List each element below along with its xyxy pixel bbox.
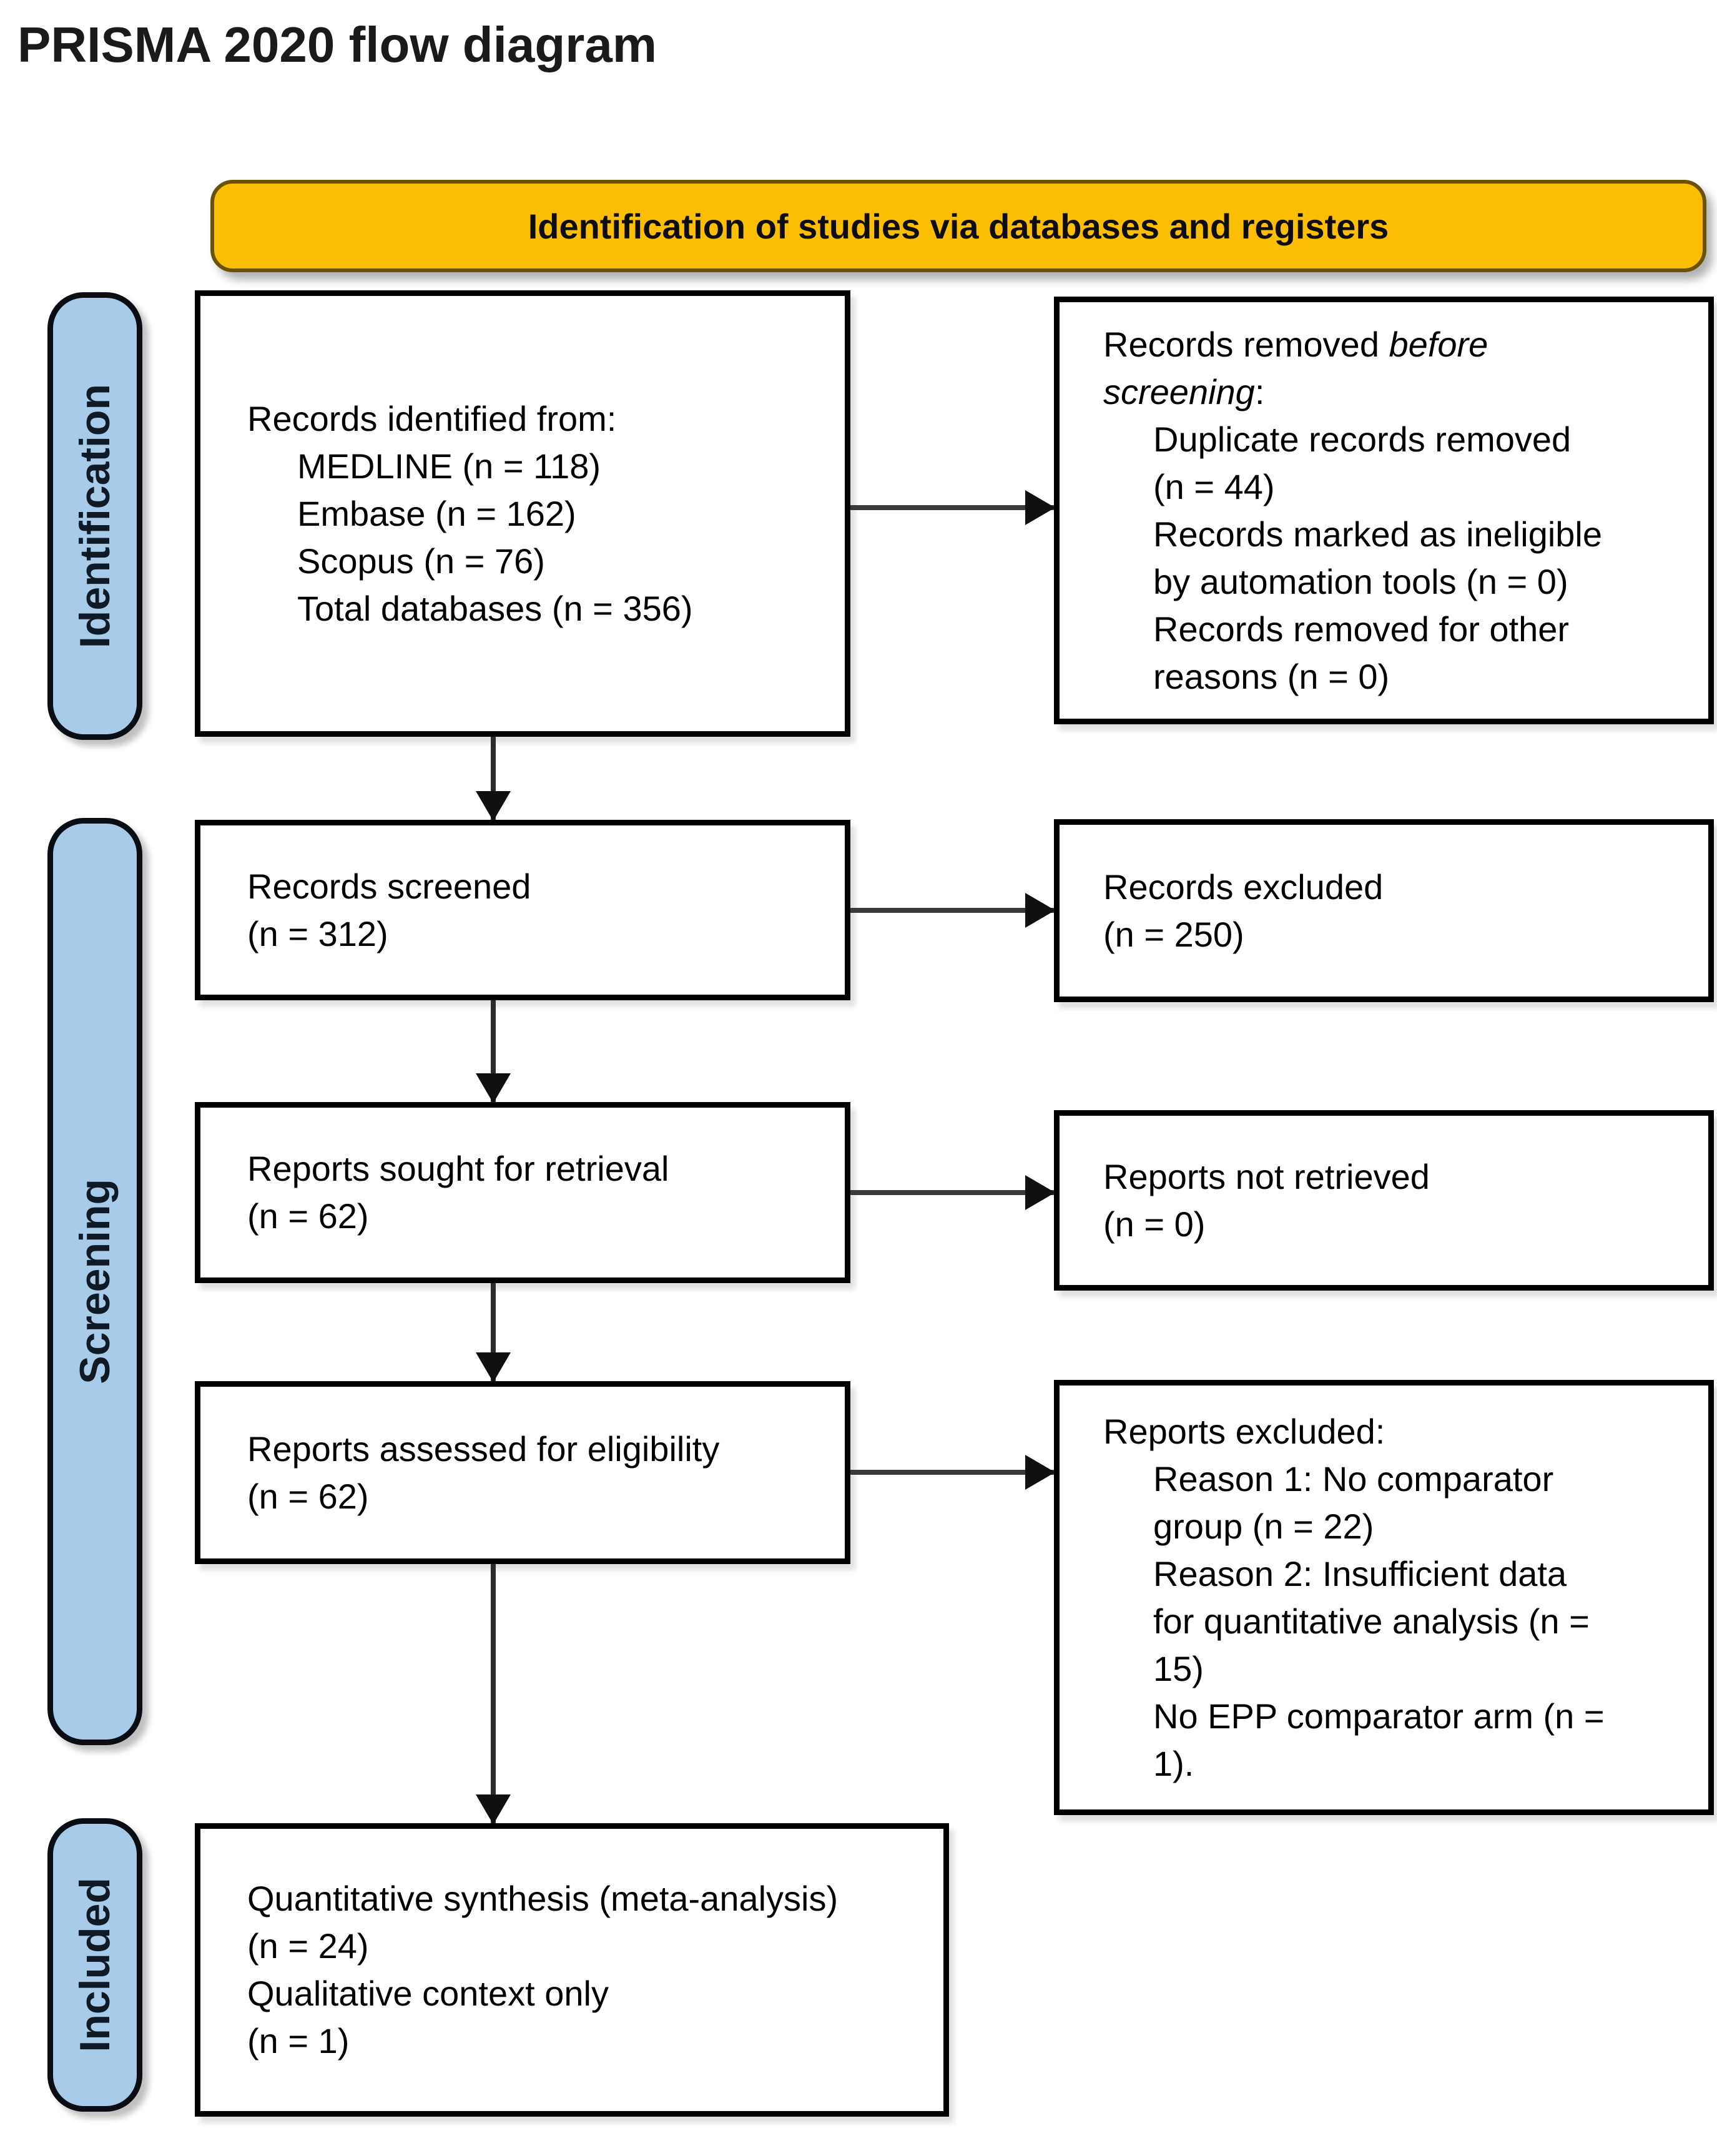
box-text-line: 1). <box>1153 1743 1194 1783</box>
box-text-line: No EPP comparator arm (n = <box>1153 1696 1605 1736</box>
box-text-line: Records marked as ineligible <box>1153 514 1603 554</box>
box-text-line: Total databases (n = 356) <box>297 588 693 628</box>
stage-label-included: Included <box>71 1878 119 2052</box>
box-text-line: Reports sought for retrieval <box>247 1149 669 1188</box>
sidebar-stage-screening: Screening <box>47 818 142 1745</box>
box-text-line: Duplicate records removed <box>1153 419 1572 459</box>
box-text-line: (n = 24) <box>247 1926 369 1966</box>
arrow-right-sought-to-not-retrieved <box>850 1190 1054 1195</box>
box-text-line: group (n = 22) <box>1153 1506 1374 1546</box>
box-text-line: 15) <box>1153 1648 1204 1688</box>
box-text-line: Reason 1: No comparator <box>1153 1459 1554 1499</box>
box-text-line: by automation tools (n = 0) <box>1153 561 1568 601</box>
box-reports-excluded-reasons: Reports excluded: Reason 1: No comparator… <box>1054 1380 1714 1815</box>
box-text-line: screening: <box>1103 372 1265 411</box>
identification-banner: Identification of studies via databases … <box>210 180 1706 272</box>
arrow-down-sought-to-assessed <box>491 1283 496 1381</box>
box-text-line: Qualitative context only <box>247 1974 609 2013</box>
box-text-line: Reports not retrieved <box>1103 1156 1430 1196</box>
box-text-line: Records excluded <box>1103 867 1384 907</box>
box-text-line: Records removed before <box>1103 324 1488 364</box>
box-text-line: for quantitative analysis (n = <box>1153 1601 1590 1641</box>
box-text-line: Reports excluded: <box>1103 1411 1385 1451</box>
arrow-down-identified-to-screened <box>491 737 496 820</box>
sidebar-stage-included: Included <box>47 1818 142 2112</box>
arrow-right-assessed-to-excluded <box>850 1470 1054 1475</box>
box-records-screened: Records screened (n = 312) <box>195 820 850 1000</box>
box-text-line: Reports assessed for eligibility <box>247 1429 720 1469</box>
box-text-line: (n = 62) <box>247 1196 369 1236</box>
arrow-down-screened-to-sought <box>491 1000 496 1102</box>
box-text-line: Embase (n = 162) <box>297 493 576 533</box>
box-text-line: reasons (n = 0) <box>1153 656 1390 696</box>
sidebar-stage-identification: Identification <box>47 292 142 740</box>
box-included-synthesis: Quantitative synthesis (meta-analysis) (n… <box>195 1823 949 2117</box>
arrow-down-assessed-to-included <box>491 1564 496 1823</box>
arrow-right-identified-to-removed <box>850 505 1054 510</box>
box-text-line: Reason 2: Insufficient data <box>1153 1553 1567 1593</box>
box-records-identified: Records identified from: MEDLINE (n = 118… <box>195 290 850 737</box>
arrow-right-screened-to-excluded <box>850 908 1054 913</box>
box-text-line: Scopus (n = 76) <box>297 541 545 581</box>
box-reports-assessed: Reports assessed for eligibility (n = 62) <box>195 1381 850 1564</box>
box-text-line: Records identified from: <box>247 398 617 438</box>
stage-label-identification: Identification <box>71 383 119 649</box>
box-text-line: Records screened <box>247 866 531 906</box>
box-records-excluded: Records excluded (n = 250) <box>1054 819 1714 1002</box>
box-records-removed-before-screening: Records removed before screening: Duplicat… <box>1054 297 1714 724</box>
box-text-line: (n = 44) <box>1153 466 1275 506</box>
box-text-line: (n = 312) <box>247 913 388 953</box>
box-text-line: Quantitative synthesis (meta-analysis) <box>247 1879 839 1918</box>
box-text-line: (n = 250) <box>1103 914 1244 954</box>
box-text-line: (n = 1) <box>247 2021 350 2060</box>
box-reports-sought: Reports sought for retrieval (n = 62) <box>195 1102 850 1283</box>
stage-label-screening: Screening <box>71 1179 119 1384</box>
box-text-line: (n = 62) <box>247 1476 369 1516</box>
box-reports-not-retrieved: Reports not retrieved (n = 0) <box>1054 1110 1714 1291</box>
box-text-line: MEDLINE (n = 118) <box>297 446 601 486</box>
banner-label: Identification of studies via databases … <box>528 206 1389 246</box>
page-title: PRISMA 2020 flow diagram <box>17 17 657 72</box>
box-text-line: (n = 0) <box>1103 1204 1206 1244</box>
box-text-line: Records removed for other <box>1153 609 1570 649</box>
